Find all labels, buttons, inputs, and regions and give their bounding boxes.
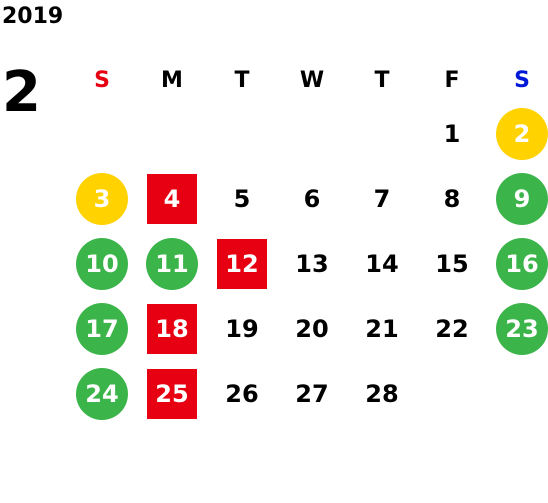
day-cell: 24 <box>67 361 137 426</box>
day-green-marker: 10 <box>76 237 128 290</box>
calendar-year: 2019 <box>2 4 64 29</box>
day-cell: 23 <box>487 296 548 361</box>
weekday-header-sat: S <box>514 68 530 93</box>
empty-day-cell <box>207 101 277 166</box>
day-yellow-marker: 2 <box>496 107 548 160</box>
day-cell: 14 <box>347 231 417 296</box>
day-cell: 19 <box>207 296 277 361</box>
day-number: 26 <box>225 379 259 408</box>
empty-day-cell <box>277 101 347 166</box>
day-cell: 11 <box>137 231 207 296</box>
weekday-header-sun: S <box>94 68 110 93</box>
empty-day-cell <box>137 101 207 166</box>
day-green-marker: 17 <box>76 302 128 355</box>
weekday-header-mon: M <box>161 68 183 93</box>
day-cell: 28 <box>347 361 417 426</box>
day-green-marker: 16 <box>496 237 548 290</box>
day-red-marker: 18 <box>147 303 197 354</box>
day-cell: 7 <box>347 166 417 231</box>
day-cell: 5 <box>207 166 277 231</box>
calendar-month: 2 <box>2 60 41 125</box>
empty-day-cell <box>347 101 417 166</box>
day-number: 8 <box>443 184 461 213</box>
weekday-header-thu: T <box>374 68 390 93</box>
day-number: 21 <box>365 314 399 343</box>
day-number: 14 <box>365 249 399 278</box>
day-green-marker: 11 <box>146 237 198 290</box>
day-cell: 27 <box>277 361 347 426</box>
day-cell: 25 <box>137 361 207 426</box>
day-cell: 20 <box>277 296 347 361</box>
day-cell: 2 <box>487 101 548 166</box>
day-number: 20 <box>295 314 329 343</box>
day-cell: 8 <box>417 166 487 231</box>
day-cell: 16 <box>487 231 548 296</box>
day-cell: 26 <box>207 361 277 426</box>
day-number: 5 <box>233 184 251 213</box>
day-cell: 6 <box>277 166 347 231</box>
day-cell: 1 <box>417 101 487 166</box>
empty-day-cell <box>487 361 548 426</box>
day-cell: 15 <box>417 231 487 296</box>
empty-day-cell <box>67 101 137 166</box>
day-cell: 4 <box>137 166 207 231</box>
day-number: 15 <box>435 249 469 278</box>
weekday-header-tue: T <box>234 68 250 93</box>
day-red-marker: 25 <box>147 368 197 419</box>
day-number: 19 <box>225 314 259 343</box>
day-number: 1 <box>443 119 461 148</box>
day-yellow-marker: 3 <box>76 172 128 225</box>
day-cell: 12 <box>207 231 277 296</box>
day-cell: 17 <box>67 296 137 361</box>
day-number: 22 <box>435 314 469 343</box>
day-number: 13 <box>295 249 329 278</box>
day-cell: 9 <box>487 166 548 231</box>
weekday-header-wed: W <box>299 68 325 93</box>
day-number: 28 <box>365 379 399 408</box>
day-green-marker: 9 <box>496 172 548 225</box>
day-cell: 21 <box>347 296 417 361</box>
day-number: 27 <box>295 379 329 408</box>
day-cell: 18 <box>137 296 207 361</box>
day-cell: 22 <box>417 296 487 361</box>
day-green-marker: 23 <box>496 302 548 355</box>
day-cell: 3 <box>67 166 137 231</box>
empty-day-cell <box>417 361 487 426</box>
day-number: 7 <box>373 184 391 213</box>
day-green-marker: 24 <box>76 367 128 420</box>
day-number: 6 <box>303 184 321 213</box>
day-red-marker: 12 <box>217 238 267 289</box>
day-red-marker: 4 <box>147 173 197 224</box>
day-cell: 10 <box>67 231 137 296</box>
weekday-header-fri: F <box>444 68 460 93</box>
day-cell: 13 <box>277 231 347 296</box>
